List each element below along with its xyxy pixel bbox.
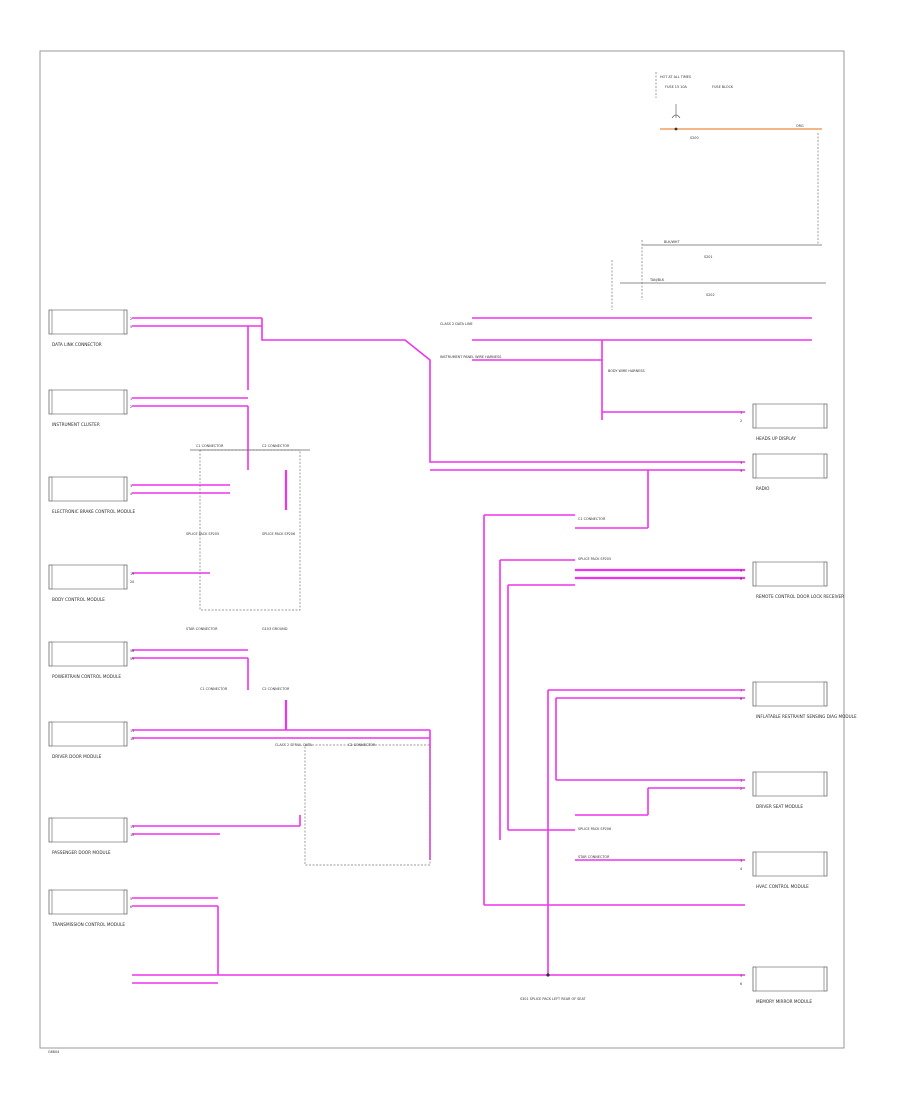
left-module-pin: 59 xyxy=(130,657,134,661)
svg-text:SPLICE PACK SP205: SPLICE PACK SP205 xyxy=(578,557,611,561)
right-module-name: RADIO xyxy=(756,486,770,491)
right-module-pin: 5 xyxy=(740,974,742,978)
left-module-pin: 11 xyxy=(130,825,134,829)
left-module-pin: 1 xyxy=(130,397,132,401)
svg-text:C1 CONNECTOR: C1 CONNECTOR xyxy=(200,687,228,691)
svg-text:SPLICE PACK SP206: SPLICE PACK SP206 xyxy=(578,827,611,831)
svg-text:TAN/BLK: TAN/BLK xyxy=(649,278,665,282)
left-module-pin: 12 xyxy=(130,833,134,837)
middle-connectors: C1 CONNECTOR C2 CONNECTOR SPLICE PACK SP… xyxy=(186,322,645,1001)
svg-text:S301 SPLICE PACK LEFT REAR OF: S301 SPLICE PACK LEFT REAR OF SEAT xyxy=(520,997,586,1001)
svg-text:CLASS 2 SERIAL DATA: CLASS 2 SERIAL DATA xyxy=(275,743,313,747)
left-module-name: ELECTRONIC BRAKE CONTROL MODULE xyxy=(52,509,135,514)
left-module-name: DRIVER DOOR MODULE xyxy=(52,754,102,759)
right-module-pin: 6 xyxy=(740,577,742,581)
left-module-pin: 4 xyxy=(130,492,132,496)
svg-text:STAR CONNECTOR: STAR CONNECTOR xyxy=(186,627,218,631)
right-module-name: HEADS UP DISPLAY xyxy=(756,436,796,441)
right-module-pin: 2 xyxy=(740,787,742,791)
svg-text:S202: S202 xyxy=(706,293,715,297)
svg-text:STAR CONNECTOR: STAR CONNECTOR xyxy=(578,855,610,859)
fuse-symbol-icon xyxy=(671,114,681,119)
svg-text:BODY WIRE HARNESS: BODY WIRE HARNESS xyxy=(608,369,645,373)
left-module-pin: 58 xyxy=(130,649,134,653)
svg-text:C2 CONNECTOR: C2 CONNECTOR xyxy=(262,444,290,448)
svg-text:BLK/WHT: BLK/WHT xyxy=(664,240,680,244)
svg-text:S200: S200 xyxy=(690,136,699,140)
left-module-name: BODY CONTROL MODULE xyxy=(52,597,105,602)
svg-text:C2 CONNECTOR: C2 CONNECTOR xyxy=(262,687,290,691)
left-module-pin: 19 xyxy=(130,572,134,576)
fuse-block: HOT AT ALL TIMES FUSE 15 10A FUSE BLOCK … xyxy=(611,72,826,310)
left-module-pin: 5 xyxy=(130,897,132,901)
left-module-pin: 5 xyxy=(130,325,132,329)
data-wires xyxy=(132,317,812,984)
left-module-pin: 2 xyxy=(130,317,132,321)
svg-text:SPLICE PACK SP206: SPLICE PACK SP206 xyxy=(262,532,295,536)
left-module-name: INSTRUMENT CLUSTER xyxy=(52,422,100,427)
left-module-name: POWERTRAIN CONTROL MODULE xyxy=(52,674,121,679)
right-module-name: MEMORY MIRROR MODULE xyxy=(756,999,812,1004)
left-module-name: PASSENGER DOOR MODULE xyxy=(52,850,111,855)
left-module-pin: 12 xyxy=(130,737,134,741)
left-module-pin: 20 xyxy=(130,580,134,584)
left-module-pin: 11 xyxy=(130,729,134,733)
svg-text:C1 CONNECTOR: C1 CONNECTOR xyxy=(196,444,224,448)
page-label: G6804 xyxy=(48,1050,59,1054)
right-module-pin: 1 xyxy=(740,779,742,783)
svg-text:C2 CONNECTOR: C2 CONNECTOR xyxy=(348,743,376,747)
diagram-frame xyxy=(39,50,845,1049)
right-module-pin: 6 xyxy=(740,982,742,986)
svg-text:CLASS 2 DATA LINE: CLASS 2 DATA LINE xyxy=(440,322,473,326)
right-module-name: HVAC CONTROL MODULE xyxy=(756,884,809,889)
svg-text:C1 CONNECTOR: C1 CONNECTOR xyxy=(578,517,606,521)
fuse-label: FUSE 15 10A xyxy=(665,85,688,89)
fuse-block-side-label: FUSE BLOCK xyxy=(712,85,734,89)
left-module-name: TRANSMISSION CONTROL MODULE xyxy=(51,922,125,927)
right-module-pin: 7 xyxy=(740,689,742,693)
right-module-pin: 5 xyxy=(740,569,742,573)
right-module-pin: 1 xyxy=(740,411,742,415)
right-module-pin: 3 xyxy=(740,859,742,863)
svg-text:ORG: ORG xyxy=(796,124,804,128)
left-module-pin: 6 xyxy=(130,905,132,909)
right-module-pin: 3 xyxy=(740,461,742,465)
svg-text:INSTRUMENT PANEL WIRE HARNESS: INSTRUMENT PANEL WIRE HARNESS xyxy=(440,355,501,359)
left-module-pin: 2 xyxy=(130,405,132,409)
right-module-pin: 4 xyxy=(740,469,742,473)
right-module-pin: 8 xyxy=(740,697,742,701)
svg-text:G103 GROUND: G103 GROUND xyxy=(262,627,288,631)
svg-text:S201: S201 xyxy=(704,255,713,259)
right-module-name: REMOTE CONTROL DOOR LOCK RECEIVER xyxy=(756,594,844,599)
right-module-name: DRIVER SEAT MODULE xyxy=(756,804,803,809)
left-module-name: DATA LINK CONNECTOR xyxy=(52,342,102,347)
fuse-block-title: HOT AT ALL TIMES xyxy=(660,75,691,79)
right-module-pin: 4 xyxy=(740,867,742,871)
svg-text:SPLICE PACK SP205: SPLICE PACK SP205 xyxy=(186,532,219,536)
left-module-pin: 3 xyxy=(130,484,132,488)
right-module-name: INFLATABLE RESTRAINT SENSING DIAG MODULE xyxy=(756,714,857,719)
right-module-pin: 2 xyxy=(740,419,742,423)
